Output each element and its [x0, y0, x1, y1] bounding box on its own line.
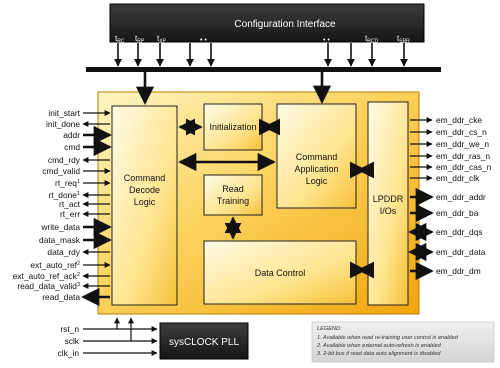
- read-training-line-1: Read: [222, 184, 244, 194]
- signal-data-mask: data_mask: [39, 235, 81, 245]
- pll-signal-rst-n: rst_n: [60, 324, 79, 334]
- signal-read-data: read_data: [42, 292, 80, 302]
- command-decode-logic-block: Command Decode Logic: [111, 105, 178, 306]
- signal-em-ddr-ba: em_ddr_ba: [436, 208, 479, 218]
- signal-em-ddr-cke: em_ddr_cke: [436, 115, 482, 125]
- data-control-label: Data Control: [255, 268, 306, 278]
- signal-em-ddr-cas-n: em_ddr_cas_n: [436, 162, 492, 172]
- internal-arrows: [178, 118, 375, 279]
- config-param-rc: tRC: [115, 34, 125, 45]
- pll-signal-sclk: sclk: [65, 336, 80, 346]
- signal-em-ddr-dqs: em_ddr_dqs: [436, 227, 483, 237]
- signal-init-start: init_start: [48, 108, 80, 118]
- bus-to-block-arrows: [135, 72, 332, 105]
- configuration-interface: Configuration Interface tRC tRP tXP tRCD tSR…: [109, 3, 425, 45]
- command-application-line-3: Logic: [306, 176, 328, 186]
- signal-em-ddr-clk: em_ddr_clk: [436, 173, 480, 183]
- signal-cmd: cmd: [64, 142, 80, 152]
- lpddr-io-line-1: LPDDR: [373, 194, 404, 204]
- signal-em-ddr-addr: em_ddr_addr: [436, 192, 486, 202]
- lpddr-io-line-2: I/Os: [380, 206, 397, 216]
- legend: LEGEND: 1. Available when read re-traini…: [311, 321, 495, 363]
- sysclock-pll-block: sysCLOCK PLL: [159, 322, 249, 360]
- command-decode-line-2: Decode: [129, 185, 160, 195]
- read-training-line-2: Training: [217, 196, 249, 206]
- pll-signal-clk-in: clk_in: [58, 348, 80, 358]
- signal-addr: addr: [63, 130, 80, 140]
- data-control-block: Data Control: [203, 240, 357, 305]
- signal-data-rdy: data_rdy: [47, 247, 80, 257]
- signal-ext-auto-ref-ack: ext_auto_ref_ack2: [13, 271, 80, 281]
- command-decode-line-3: Logic: [134, 197, 156, 207]
- command-application-line-1: Command: [296, 152, 338, 162]
- config-ellipsis-right: • •: [323, 37, 330, 44]
- right-signals: em_ddr_cke em_ddr_cs_n em_ddr_we_n em_ddr_r…: [408, 115, 492, 281]
- legend-item-1: 1. Available when read re-training user …: [317, 335, 459, 341]
- pll-signals: rst_n sclk clk_in: [58, 317, 158, 358]
- config-param-xp: tXP: [157, 34, 167, 45]
- signal-rt-done: rt_done1: [49, 190, 80, 200]
- signal-read-data-valid: read_data_valid3: [17, 281, 80, 291]
- config-param-rcd: tRCD: [365, 34, 378, 45]
- signal-rt-err: rt_err: [60, 209, 80, 219]
- legend-item-2: 2. Available when external auto-refresh …: [316, 343, 442, 349]
- command-decode-line-1: Command: [124, 173, 166, 183]
- signal-em-ddr-data: em_ddr_data: [436, 247, 486, 257]
- read-training-block: Read Training: [203, 174, 263, 216]
- lpddr-io-block: LPDDR I/Os: [367, 101, 409, 306]
- config-param-srr: tSRR: [397, 34, 410, 45]
- legend-title: LEGEND:: [317, 326, 342, 332]
- config-param-rp: tRP: [135, 34, 145, 45]
- config-ellipsis-left: • •: [200, 37, 207, 44]
- initialization-label: Initialization: [209, 122, 256, 132]
- signal-rt-req: rt_req1: [55, 178, 80, 188]
- legend-item-3: 3. 2-bit bus if read data auto alignment…: [317, 351, 441, 357]
- signal-em-ddr-ras-n: em_ddr_ras_n: [436, 151, 490, 161]
- signal-write-data: write_data: [40, 222, 80, 232]
- config-bus: [86, 67, 441, 72]
- signal-cmd-rdy: cmd_rdy: [48, 155, 81, 165]
- config-to-bus-arrows: [114, 43, 408, 67]
- command-application-line-2: Application: [294, 164, 338, 174]
- command-application-logic-block: Command Application Logic: [276, 103, 357, 209]
- signal-init-done: init_done: [46, 119, 80, 129]
- signal-em-ddr-cs-n: em_ddr_cs_n: [436, 127, 487, 137]
- signal-rt-act: rt_act: [59, 199, 81, 209]
- initialization-block: Initialization: [203, 103, 263, 151]
- signal-em-ddr-dm: em_ddr_dm: [436, 266, 481, 276]
- signal-ext-auto-ref: ext_auto_ref2: [30, 260, 80, 270]
- signal-em-ddr-we-n: em_ddr_we_n: [436, 139, 489, 149]
- config-interface-title: Configuration Interface: [234, 19, 336, 30]
- signal-cmd-valid: cmd_valid: [42, 166, 80, 176]
- pll-label: sysCLOCK PLL: [169, 337, 239, 348]
